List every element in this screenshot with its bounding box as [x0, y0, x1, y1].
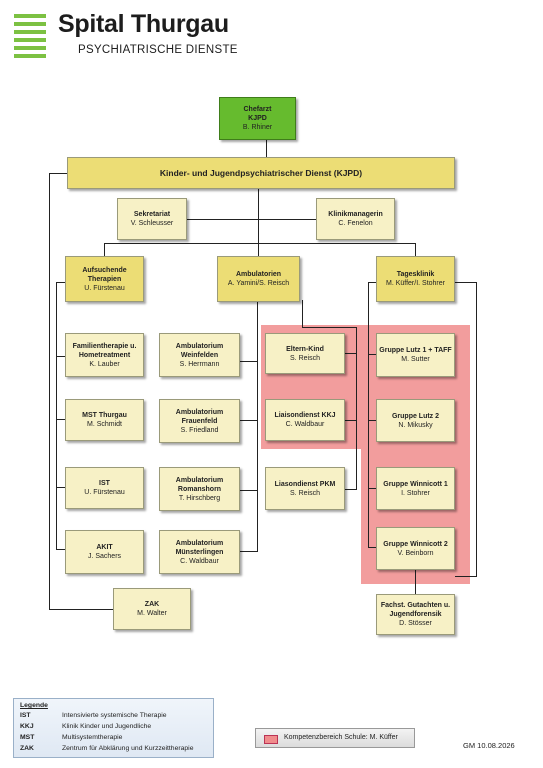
legend-desc: Multisystemtherapie	[62, 734, 123, 741]
unit-name: K. Lauber	[89, 360, 120, 368]
left-unit-familientherapie: Familientherapie u. Hometreatment K. Lau…	[65, 333, 144, 377]
klinikmanagerin-name: C. Fenelon	[338, 220, 373, 227]
logo-title: Spital Thurgau	[58, 10, 229, 38]
legend-title: Legende	[20, 702, 48, 709]
unit-name: U. Fürstenau	[84, 489, 125, 496]
legend-abbr: IST	[20, 712, 31, 719]
unit-name: T. Hirschberg	[178, 494, 221, 502]
ambulatorien-name: A. Yamini/S. Reisch	[227, 280, 290, 287]
gutachten-box: Fachst. Gutachten u. Jugendforensik D. S…	[376, 594, 455, 635]
chief-name: B. Rhiner	[242, 124, 273, 131]
chief-role: Chefarzt	[243, 106, 272, 113]
unit-name: M. Sutter	[401, 356, 430, 363]
sekretariat-title: Sekretariat	[133, 211, 171, 218]
gruppe-lutz-1: Gruppe Lutz 1 + TAFF M. Sutter	[376, 333, 455, 377]
service-eltern-kind: Eltern-Kind S. Reisch	[265, 333, 345, 374]
unit-name: J. Sachers	[87, 553, 122, 560]
unit-title: Gruppe Lutz 2	[391, 412, 440, 420]
competence-key: Kompetenzbereich Schule: M. Küffer	[255, 728, 415, 748]
legend-desc: Intensivierte systemische Therapie	[62, 712, 167, 719]
unit-title: Eltern-Kind	[286, 345, 324, 353]
unit-name: S. Reisch	[290, 354, 320, 362]
ambulatorien-title: Ambulatorien	[235, 271, 282, 278]
unit-title: Ambulatorium Frauenfeld	[175, 408, 224, 425]
unit-title: Liasondienst PKM	[274, 480, 336, 488]
gutachten-name: D. Stösser	[399, 620, 432, 627]
unit-name: C. Waldbaur	[180, 557, 219, 565]
unit-title: Gruppe Lutz 1 + TAFF	[379, 347, 452, 354]
legend-abbr: KKJ	[20, 723, 34, 730]
service-title-box: Kinder- und Jugendpsychiatrischer Dienst…	[67, 157, 455, 189]
unit-name: M. Schmidt	[86, 421, 122, 428]
unit-title: AKIT	[96, 544, 113, 551]
legend-desc: Klinik Kinder und Jugendliche	[62, 723, 152, 730]
unit-title: Familientherapie u. Hometreatment	[72, 342, 137, 359]
legend: Legende IST Intensivierte systemische Th…	[13, 698, 214, 758]
service-liaisondienst-kkj: Liaisondienst KKJ C. Waldbaur	[265, 399, 345, 441]
logo-subtitle: PSYCHIATRISCHE DIENSTE	[78, 44, 238, 56]
ambulatorium-muensterlingen: Ambulatorium Münsterlingen C. Waldbaur	[159, 530, 240, 574]
sekretariat-box: Sekretariat V. Schleusser	[117, 198, 187, 240]
gruppe-winnicott-2: Gruppe Winnicott 2 V. Beinborn	[376, 527, 455, 570]
legend-abbr: ZAK	[20, 745, 34, 752]
ambulatorium-weinfelden: Ambulatorium Weinfelden S. Herrmann	[159, 333, 240, 377]
zak-box: ZAK M. Walter	[113, 588, 191, 630]
chief-box: Chefarzt KJPD B. Rhiner	[219, 97, 296, 140]
sekretariat-name: V. Schleusser	[130, 220, 174, 227]
footer-stamp: GM 10.08.2026	[463, 741, 515, 750]
competence-label: Kompetenzbereich Schule: M. Küffer	[284, 734, 398, 741]
unit-title: Ambulatorium Romanshorn	[175, 476, 224, 493]
chief-unit: KJPD	[248, 115, 267, 122]
unit-title: Gruppe Winnicott 1	[383, 480, 448, 488]
competence-swatch	[264, 735, 278, 744]
klinikmanagerin-title: Klinikmanagerin	[328, 211, 383, 218]
unit-title: Ambulatorium Weinfelden	[175, 342, 224, 359]
left-unit-mst: MST Thurgau M. Schmidt	[65, 399, 144, 441]
aufsuchende-box: Aufsuchende Therapien U. Fürstenau	[65, 256, 144, 302]
tagesklinik-name: M. Küffer/I. Stohrer	[385, 280, 445, 287]
unit-title: MST Thurgau	[82, 412, 127, 419]
unit-title: Ambulatorium Münsterlingen	[175, 539, 224, 556]
unit-title: Gruppe Winnicott 2	[383, 540, 448, 548]
aufsuchende-title: Aufsuchende Therapien	[82, 266, 127, 283]
unit-name: S. Reisch	[290, 489, 320, 497]
aufsuchende-name: U. Fürstenau	[84, 284, 125, 292]
ambulatorium-romanshorn: Ambulatorium Romanshorn T. Hirschberg	[159, 467, 240, 511]
zak-name: M. Walter	[137, 610, 167, 617]
service-title: Kinder- und Jugendpsychiatrischer Dienst…	[159, 167, 363, 178]
legend-abbr: MST	[20, 734, 35, 741]
unit-name: V. Beinborn	[397, 549, 434, 557]
gruppe-winnicott-1: Gruppe Winnicott 1 I. Stohrer	[376, 467, 455, 510]
gutachten-title: Fachst. Gutachten u. Jugendforensik	[380, 602, 451, 618]
ambulatorium-frauenfeld: Ambulatorium Frauenfeld S. Friedland	[159, 399, 240, 443]
left-unit-akit: AKIT J. Sachers	[65, 530, 144, 574]
gruppe-lutz-2: Gruppe Lutz 2 N. Mikusky	[376, 399, 455, 442]
left-unit-ist: IST U. Fürstenau	[65, 467, 144, 509]
unit-title: Liaisondienst KKJ	[274, 412, 336, 419]
tagesklinik-box: Tagesklinik M. Küffer/I. Stohrer	[376, 256, 455, 302]
unit-name: C. Waldbaur	[285, 421, 325, 428]
zak-title: ZAK	[144, 601, 160, 608]
unit-name: S. Herrmann	[179, 360, 220, 368]
legend-desc: Zentrum für Abklärung und Kurzzeittherap…	[62, 745, 194, 752]
ambulatorien-box: Ambulatorien A. Yamini/S. Reisch	[217, 256, 300, 302]
klinikmanagerin-box: Klinikmanagerin C. Fenelon	[316, 198, 395, 240]
unit-name: I. Stohrer	[401, 489, 430, 497]
unit-title: IST	[99, 480, 110, 487]
unit-name: S. Friedland	[180, 426, 219, 434]
unit-name: N. Mikusky	[398, 421, 433, 429]
service-liasondienst-pkm: Liasondienst PKM S. Reisch	[265, 467, 345, 510]
tagesklinik-title: Tagesklinik	[396, 271, 435, 278]
